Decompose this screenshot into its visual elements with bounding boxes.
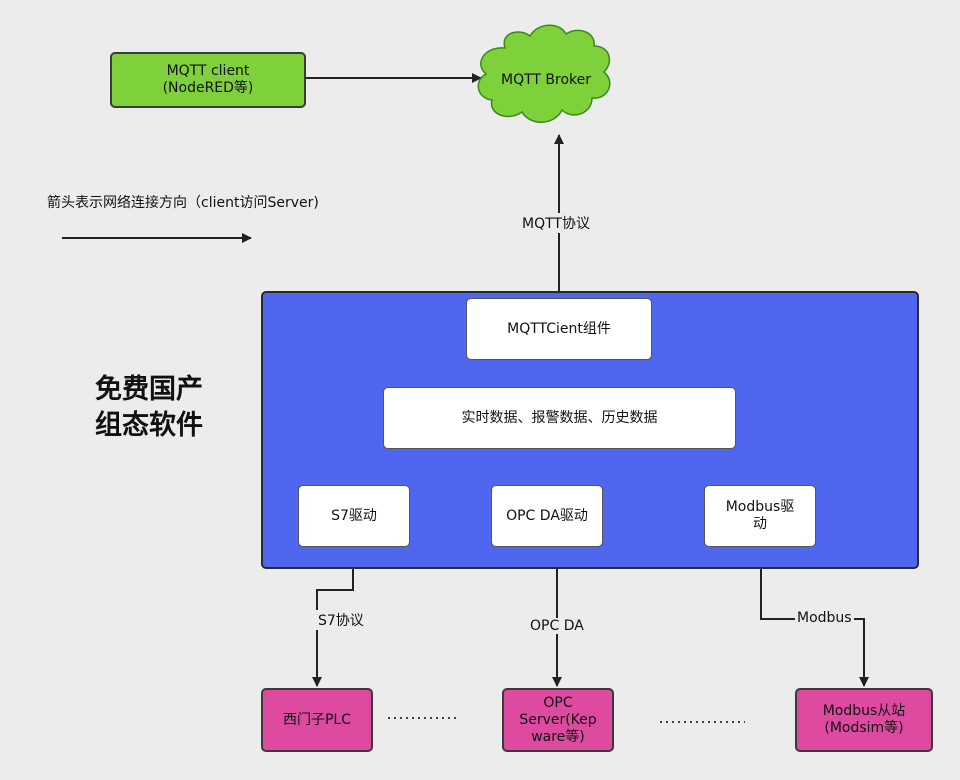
mqtt-broker-label: MQTT Broker bbox=[500, 71, 591, 88]
legend-text: 箭头表示网络连接方向（client访问Server) bbox=[47, 195, 319, 211]
mqtt-client-label: MQTT client (NodeRED等) bbox=[162, 63, 254, 96]
software-title: 免费国产 组态软件 bbox=[95, 374, 203, 441]
data-component-label: 实时数据、报警数据、历史数据 bbox=[461, 409, 658, 426]
opc-driver: OPC DA驱动 bbox=[491, 485, 603, 547]
mqtt-protocol-label: MQTT协议 bbox=[520, 213, 592, 233]
opc-protocol-label: OPC DA bbox=[528, 618, 586, 634]
modbus-slave-device-label: Modbus从站 (Modsim等) bbox=[822, 703, 906, 736]
s7-driver: S7驱动 bbox=[298, 485, 410, 547]
mqtt-client-component: MQTTCient组件 bbox=[466, 298, 652, 360]
modbus-driver: Modbus驱 动 bbox=[704, 485, 816, 547]
opc-driver-label: OPC DA驱动 bbox=[506, 507, 588, 524]
opc-server-device-label: OPC Server(Kep ware等) bbox=[519, 694, 597, 745]
s7-protocol-label: S7协议 bbox=[316, 610, 366, 630]
data-component: 实时数据、报警数据、历史数据 bbox=[383, 387, 736, 449]
opc-server-device: OPC Server(Kep ware等) bbox=[502, 688, 614, 752]
mqtt-client-component-label: MQTTCient组件 bbox=[507, 320, 611, 337]
s7-driver-label: S7驱动 bbox=[331, 507, 377, 524]
mqtt-broker-label-box: MQTT Broker bbox=[490, 62, 602, 98]
modbus-driver-label: Modbus驱 动 bbox=[725, 499, 795, 532]
modbus-protocol-label: Modbus bbox=[795, 610, 854, 626]
mqtt-client-box: MQTT client (NodeRED等) bbox=[110, 52, 306, 108]
modbus-slave-device: Modbus从站 (Modsim等) bbox=[795, 688, 933, 752]
cloud-icon bbox=[477, 24, 611, 123]
plc-device: 西门子PLC bbox=[261, 688, 373, 752]
plc-device-label: 西门子PLC bbox=[282, 711, 352, 728]
